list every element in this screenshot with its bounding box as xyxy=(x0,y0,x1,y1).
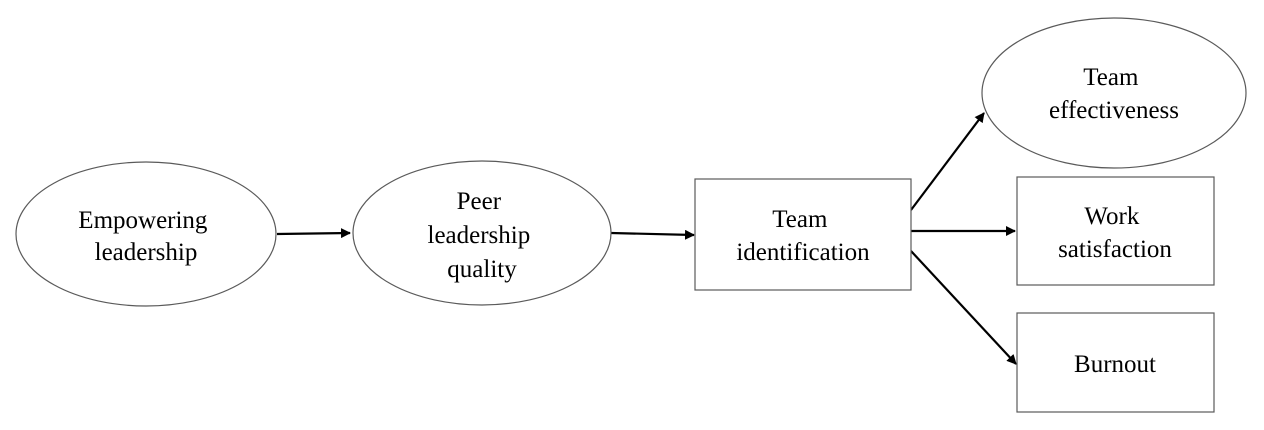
node-label-line: Work xyxy=(1084,203,1139,230)
node-label-line: Burnout xyxy=(1074,351,1156,378)
ellipse-shape xyxy=(352,160,612,306)
node-label-line: effectiveness xyxy=(1049,97,1179,124)
node-team-identification: Team identification xyxy=(694,178,912,291)
node-label-line: Peer xyxy=(457,188,502,215)
node-label-line: Team xyxy=(1083,64,1139,91)
node-label-line: leadership xyxy=(95,239,198,266)
svg-text:Team effectiveness: Team effectiveness xyxy=(1049,64,1179,124)
node-work-satisfaction: Work satisfaction xyxy=(1016,176,1215,286)
arrow-team-identification-to-burnout xyxy=(910,250,1017,365)
svg-text:Team identification: Team identification xyxy=(736,206,870,266)
rectangle-shape xyxy=(1016,312,1215,413)
arrow-team-identification-to-team-effectiveness xyxy=(910,112,985,211)
ellipse-shape xyxy=(15,161,277,307)
node-team-effectiveness: Team effectiveness xyxy=(981,17,1247,169)
svg-text:Burnout: Burnout xyxy=(1074,351,1156,378)
node-burnout: Burnout xyxy=(1016,312,1215,413)
node-label-line: quality xyxy=(447,256,517,283)
node-label-line: Empowering xyxy=(78,207,208,234)
rectangle-shape xyxy=(694,178,912,291)
node-label-line: satisfaction xyxy=(1058,236,1172,263)
node-empowering-leadership: Empowering leadership xyxy=(15,161,277,307)
ellipse-shape xyxy=(981,17,1247,169)
node-label-line: leadership xyxy=(428,222,531,249)
svg-text:Peer leadership qu: Peer leadership quality xyxy=(428,188,537,283)
node-label-line: identification xyxy=(736,239,870,266)
edges xyxy=(276,112,1017,365)
rectangle-shape xyxy=(1016,176,1215,286)
svg-text:Empowering leadership: Empowering leadership xyxy=(78,207,213,266)
arrow-peer-to-team-identification xyxy=(610,229,695,240)
svg-text:Work satisfaction: Work satisfaction xyxy=(1058,203,1172,263)
node-peer-leadership-quality: Peer leadership quality xyxy=(352,160,612,306)
node-label-line: Team xyxy=(772,206,828,233)
arrow-empowering-to-peer xyxy=(276,228,351,239)
